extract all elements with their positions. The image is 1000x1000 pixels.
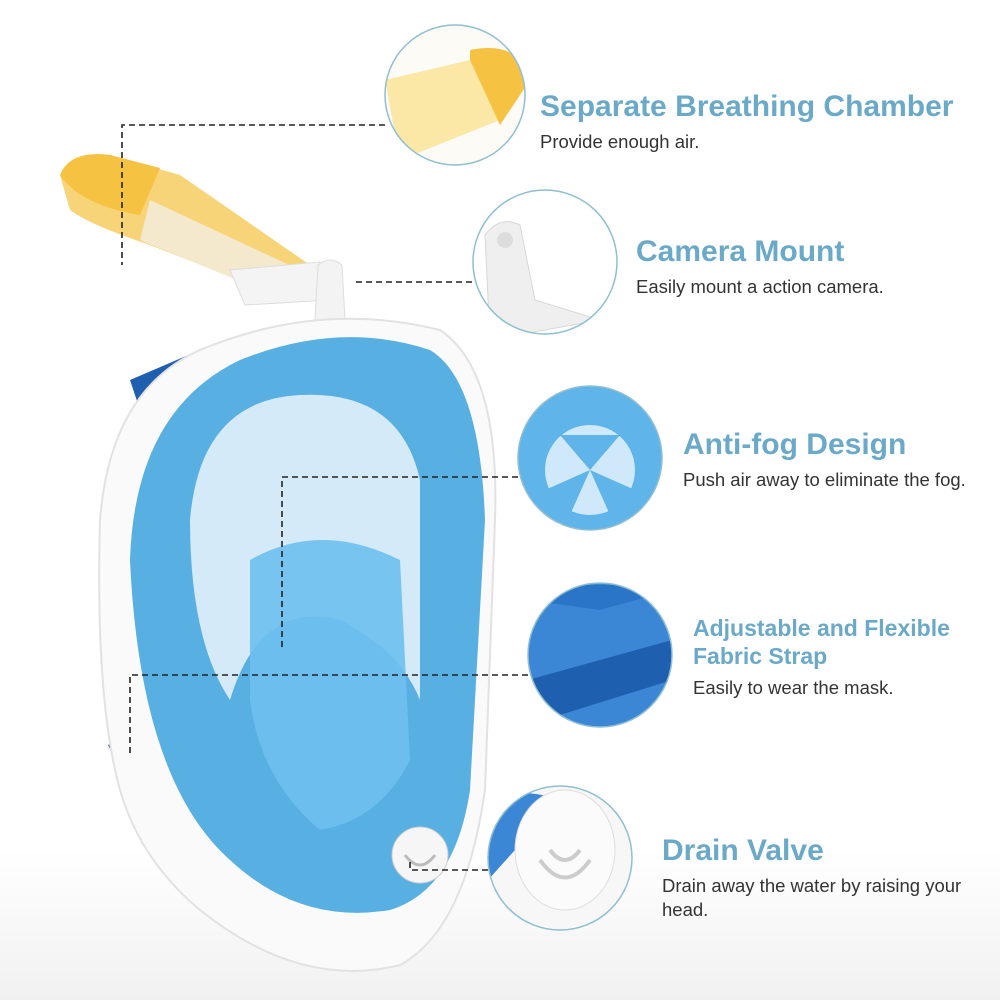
anti-fog-valve-closeup-icon <box>517 385 663 531</box>
feature-desc: Drain away the water by raising your hea… <box>662 875 962 920</box>
feature-title: Adjustable and Flexible Fabric Strap <box>693 615 950 669</box>
feature-desc: Push air away to eliminate the fog. <box>683 469 966 490</box>
feature-anti-fog: Anti-fog Design Push air away to elimina… <box>683 428 993 492</box>
feature-camera-mount: Camera Mount Easily mount a action camer… <box>636 235 884 299</box>
feature-desc: Easily mount a action camera. <box>636 276 884 297</box>
drain-valve <box>391 826 449 884</box>
drain-valve-closeup-icon <box>487 785 633 931</box>
feature-title: Anti-fog Design <box>683 428 907 461</box>
strap-closeup-icon <box>527 582 673 728</box>
feature-breathing-chamber: Separate Breathing Chamber Provide enoug… <box>540 90 953 154</box>
snorkel-tube <box>60 154 331 306</box>
feature-desc: Easily to wear the mask. <box>693 677 894 698</box>
feature-desc: Provide enough air. <box>540 131 700 152</box>
leader-lines <box>121 124 528 871</box>
feature-drain-valve: Drain Valve Drain away the water by rais… <box>662 834 992 922</box>
breathing-chamber-closeup-icon <box>384 24 526 166</box>
feature-title: Drain Valve <box>662 834 824 867</box>
feature-strap: Adjustable and Flexible Fabric Strap Eas… <box>693 614 993 700</box>
camera-mount-closeup-icon <box>472 189 618 335</box>
feature-title: Camera Mount <box>636 235 845 268</box>
camera-mount <box>314 259 346 321</box>
feature-title: Separate Breathing Chamber <box>540 90 954 123</box>
